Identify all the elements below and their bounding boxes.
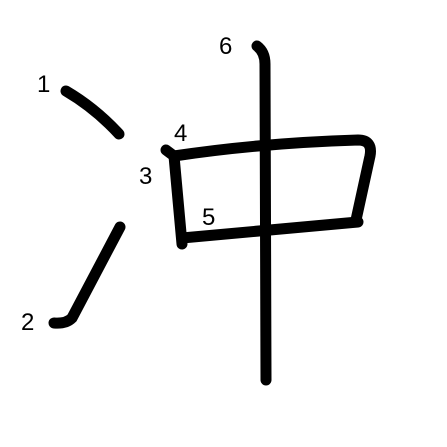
stroke-number-6: 6 [219, 33, 232, 60]
stroke-2 [48, 221, 126, 329]
stroke-number-3: 3 [139, 163, 152, 190]
stroke-number-2: 2 [21, 309, 34, 336]
stroke-number-5: 5 [202, 204, 215, 231]
stroke-6 [251, 40, 272, 386]
stroke-number-4: 4 [174, 120, 187, 147]
stroke-4 [168, 134, 376, 226]
stroke-3 [160, 144, 188, 250]
stroke-number-1: 1 [37, 71, 50, 98]
stroke-1 [60, 85, 125, 140]
